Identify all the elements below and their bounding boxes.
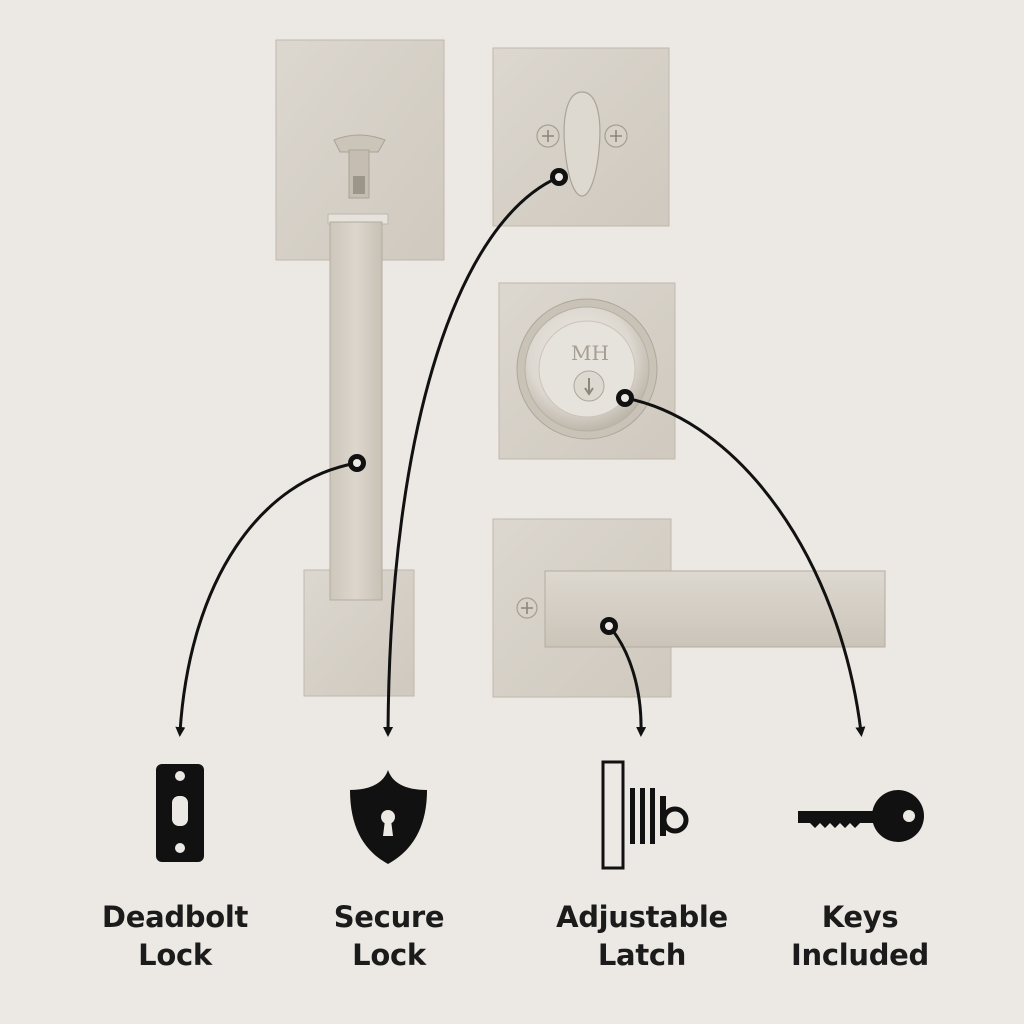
brand-mark: MH <box>571 341 609 365</box>
feature-label-line2: Lock <box>352 938 426 972</box>
callout-latch <box>607 625 647 737</box>
feature-label-line2: Lock <box>138 938 212 972</box>
feature-label-keys-included: Keys Included <box>750 898 970 974</box>
feature-label-secure-lock: Secure Lock <box>279 898 499 974</box>
feature-label-adjustable-latch: Adjustable Latch <box>532 898 752 974</box>
strike-plate-icon <box>156 764 204 862</box>
lever-handle <box>492 518 886 698</box>
feature-label-line1: Keys <box>821 900 899 934</box>
shield-keyhole-icon <box>350 770 427 864</box>
feature-label-line1: Secure <box>333 900 445 934</box>
callout-deadbolt <box>175 461 358 737</box>
latch-icon <box>601 760 689 870</box>
callout-keys <box>624 396 866 737</box>
callout-secure <box>383 175 560 737</box>
thumb-turn <box>492 47 670 227</box>
key-icon <box>798 790 924 842</box>
feature-label-deadbolt-lock: Deadbolt Lock <box>65 898 285 974</box>
thumb-latch <box>333 134 386 199</box>
feature-label-line1: Adjustable <box>556 900 728 934</box>
feature-label-line2: Latch <box>597 938 687 972</box>
callout-lines <box>175 175 866 737</box>
feature-label-line1: Deadbolt <box>101 900 249 934</box>
handleset <box>275 39 445 697</box>
feature-label-line2: Included <box>791 938 929 972</box>
deadbolt-cylinder: MH <box>498 282 676 460</box>
